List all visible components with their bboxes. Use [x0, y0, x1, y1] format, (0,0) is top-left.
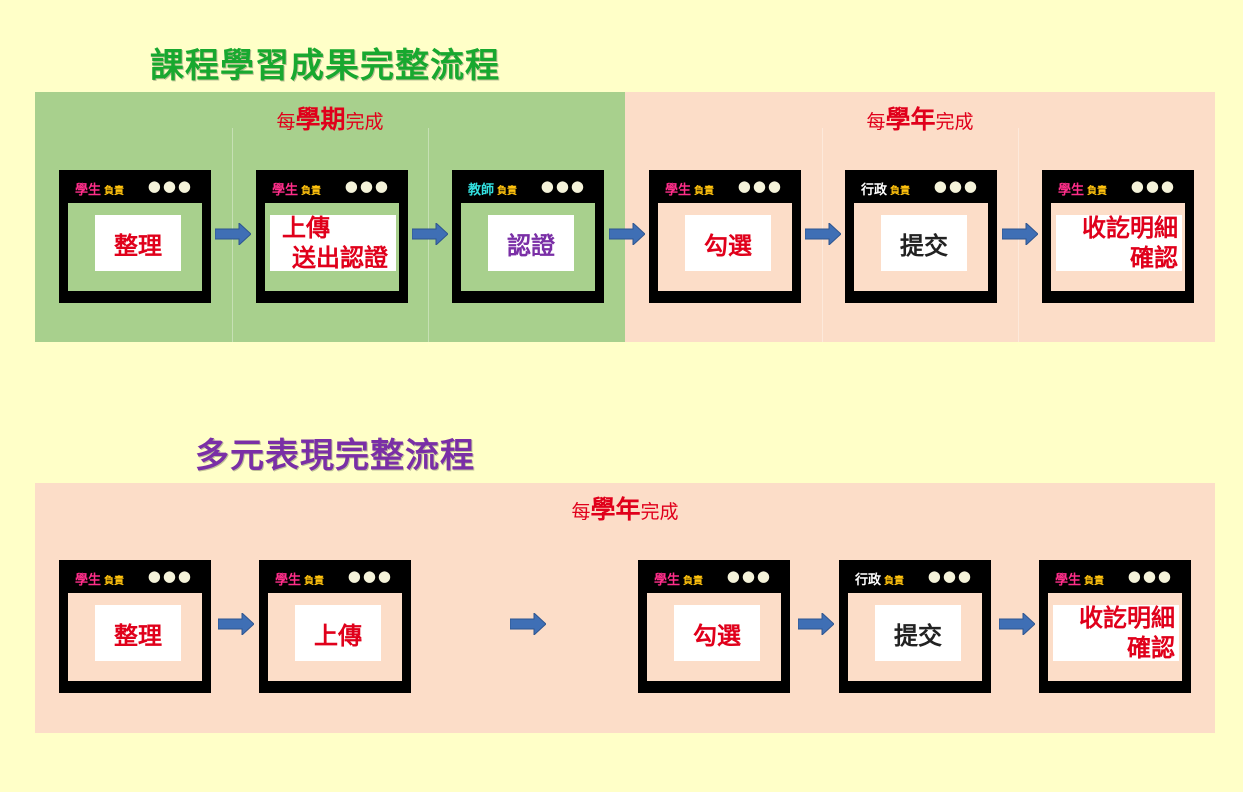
step-action-card: 整理 — [95, 605, 181, 661]
step-role: 學生 — [75, 183, 102, 198]
step-action-card: 整理 — [95, 215, 181, 271]
step-action-card: 勾選 — [674, 605, 760, 661]
step-role: 行政 — [855, 573, 882, 588]
arrow-right-icon — [412, 223, 448, 245]
step-action-card: 勾選 — [685, 215, 771, 271]
step-responsibility: 負責 — [301, 186, 322, 197]
step-action-text: 送出認證 — [292, 244, 388, 272]
step-role-label: 學生負責 — [272, 179, 321, 198]
window-dots-icon: ●●● — [147, 567, 193, 585]
step-action-card: 收訖明細確認 — [1056, 214, 1182, 272]
step-role-label: 行政負責 — [861, 179, 910, 198]
step-action-text: 整理 — [114, 231, 162, 260]
flow-step-window: 學生負責 ●●● 上傳送出認證 — [256, 170, 408, 303]
step-action-text: 整理 — [114, 621, 162, 650]
step-responsibility: 負責 — [497, 186, 518, 197]
flow-step-window: 學生負責 ●●● 收訖明細確認 — [1039, 560, 1191, 693]
flow-step-window: 學生負責 ●●● 收訖明細確認 — [1042, 170, 1194, 303]
window-dots-icon: ●●● — [737, 177, 783, 195]
step-role: 學生 — [1058, 183, 1085, 198]
step-responsibility: 負責 — [890, 186, 911, 197]
step-role: 學生 — [75, 573, 102, 588]
step-role: 學生 — [1055, 573, 1082, 588]
step-role-label: 學生負責 — [654, 569, 703, 588]
flow-step-window: 學生負責 ●●● 勾選 — [638, 560, 790, 693]
arrow-right-icon — [805, 223, 841, 245]
flow-step-window: 學生負責 ●●● 整理 — [59, 170, 211, 303]
step-action-card: 收訖明細確認 — [1053, 604, 1179, 662]
step-role-label: 學生負責 — [275, 569, 324, 588]
step-action-text: 認證 — [507, 231, 555, 260]
arrow-right-icon — [510, 613, 546, 635]
step-action-text: 提交 — [894, 621, 942, 650]
step-role: 行政 — [861, 183, 888, 198]
step-action-text: 確認 — [1127, 634, 1175, 662]
step-action-text: 提交 — [900, 231, 948, 260]
window-dots-icon: ●●● — [933, 177, 979, 195]
step-role-label: 學生負責 — [1055, 569, 1104, 588]
step-action-text: 上傳 — [314, 621, 362, 650]
step-action-text: 勾選 — [704, 231, 752, 260]
arrow-right-icon — [1002, 223, 1038, 245]
step-role: 學生 — [275, 573, 302, 588]
arrow-right-icon — [609, 223, 645, 245]
flow-step-window: 教師負責 ●●● 認證 — [452, 170, 604, 303]
step-role-label: 行政負責 — [855, 569, 904, 588]
step-role-label: 教師負責 — [468, 179, 517, 198]
step-role: 學生 — [654, 573, 681, 588]
diverse-year-band — [35, 483, 1215, 733]
arrow-right-icon — [798, 613, 834, 635]
step-responsibility: 負責 — [683, 576, 704, 587]
window-dots-icon: ●●● — [344, 177, 390, 195]
step-responsibility: 負責 — [1087, 186, 1108, 197]
step-action-text: 勾選 — [693, 621, 741, 650]
step-role-label: 學生負責 — [1058, 179, 1107, 198]
window-dots-icon: ●●● — [540, 177, 586, 195]
step-responsibility: 負責 — [884, 576, 905, 587]
step-action-text: 收訖明細 — [1079, 604, 1175, 632]
step-action-card: 提交 — [881, 215, 967, 271]
semester-label: 每學期完成 — [276, 105, 384, 134]
arrow-right-icon — [999, 613, 1035, 635]
step-action-text: 確認 — [1130, 244, 1178, 272]
step-role-label: 學生負責 — [75, 569, 124, 588]
flow-step-window: 學生負責 ●●● 勾選 — [649, 170, 801, 303]
window-dots-icon: ●●● — [726, 567, 772, 585]
year-label: 每學年完成 — [866, 105, 974, 134]
step-responsibility: 負責 — [1084, 576, 1105, 587]
step-responsibility: 負責 — [694, 186, 715, 197]
step-action-card: 上傳 — [295, 605, 381, 661]
window-dots-icon: ●●● — [927, 567, 973, 585]
step-action-card: 上傳送出認證 — [270, 214, 396, 272]
step-responsibility: 負責 — [304, 576, 325, 587]
step-role-label: 學生負責 — [665, 179, 714, 198]
step-role: 學生 — [665, 183, 692, 198]
arrow-right-icon — [215, 223, 251, 245]
flow-step-window: 行政負責 ●●● 提交 — [839, 560, 991, 693]
step-action-text: 收訖明細 — [1082, 214, 1178, 242]
step-action-card: 認證 — [488, 215, 574, 271]
window-dots-icon: ●●● — [1127, 567, 1173, 585]
flow-step-window: 行政負責 ●●● 提交 — [845, 170, 997, 303]
step-role: 學生 — [272, 183, 299, 198]
diverse-flow-title: 多元表現完整流程 — [195, 436, 475, 476]
step-responsibility: 負責 — [104, 186, 125, 197]
window-dots-icon: ●●● — [347, 567, 393, 585]
flow-step-window: 學生負責 ●●● 整理 — [59, 560, 211, 693]
course-flow-title: 課程學習成果完整流程 — [150, 46, 500, 86]
window-dots-icon: ●●● — [147, 177, 193, 195]
flow-step-window: 學生負責 ●●● 上傳 — [259, 560, 411, 693]
arrow-right-icon — [218, 613, 254, 635]
step-role: 教師 — [468, 183, 495, 198]
step-role-label: 學生負責 — [75, 179, 124, 198]
step-action-text: 上傳 — [282, 214, 330, 242]
step-responsibility: 負責 — [104, 576, 125, 587]
diverse-year-label: 每學年完成 — [571, 495, 679, 524]
step-action-card: 提交 — [875, 605, 961, 661]
window-dots-icon: ●●● — [1130, 177, 1176, 195]
